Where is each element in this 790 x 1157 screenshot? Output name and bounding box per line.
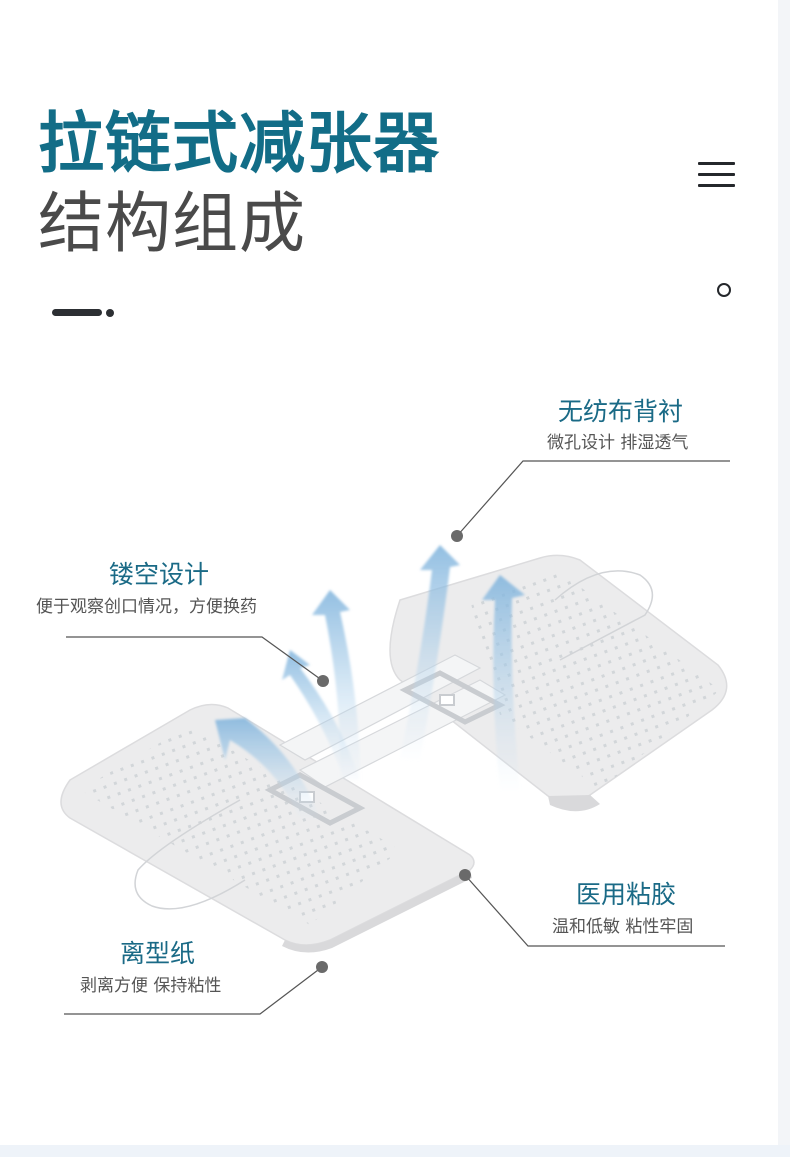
callout-adhesive-leader xyxy=(459,869,725,947)
callout-hollow-title: 镂空设计 xyxy=(109,560,210,589)
airflow-arrows xyxy=(215,545,525,820)
right-release-tab xyxy=(554,570,654,661)
ring-icon xyxy=(717,283,731,297)
callout-release-subtitle: 剥离方便 保持粘性 xyxy=(80,976,222,996)
page-subtitle: 结构组成 xyxy=(38,185,306,262)
callout-backing-title: 无纺布背衬 xyxy=(558,397,684,426)
left-adhesive-pad xyxy=(60,703,475,953)
callout-release-leader xyxy=(64,961,328,1015)
callout-adhesive-subtitle: 温和低敏 粘性牢固 xyxy=(552,917,694,937)
page-title: 拉链式减张器 xyxy=(38,105,440,182)
callout-hollow-subtitle: 便于观察创口情况，方便换药 xyxy=(36,597,257,617)
title-accent-bar xyxy=(52,309,102,316)
bottom-edge-strip xyxy=(0,1145,790,1157)
title-accent-dot xyxy=(106,309,114,317)
callout-hollow-leader xyxy=(66,636,329,687)
callout-release-title: 离型纸 xyxy=(120,939,196,968)
callout-backing-subtitle: 微孔设计 排湿透气 xyxy=(547,433,689,453)
callout-backing-leader xyxy=(451,460,730,542)
callout-adhesive-title: 医用粘胶 xyxy=(576,880,677,909)
left-release-tab xyxy=(134,799,246,910)
right-edge-strip xyxy=(778,0,790,1157)
hamburger-menu-icon[interactable] xyxy=(698,162,735,188)
